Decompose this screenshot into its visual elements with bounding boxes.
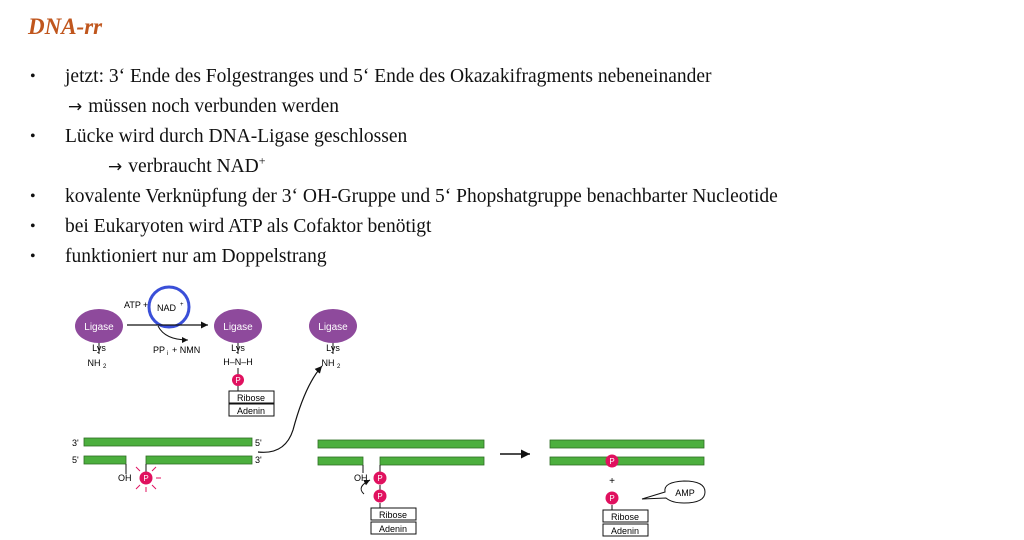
amp-speech-bubble <box>641 480 706 504</box>
dna-strand-top <box>83 437 253 447</box>
adenin-label: Adenin <box>237 406 265 416</box>
atp-label: ATP <box>124 300 141 310</box>
bullet-text: jetzt: 3‘ Ende des Folgestranges und 5‘ … <box>65 66 712 87</box>
bullet-text: kovalente Verknüpfung der 3‘ OH-Gruppe u… <box>65 186 778 207</box>
nh-label: NH <box>322 358 335 368</box>
phosphate-label: P <box>609 457 614 466</box>
bullet-subtext: müssen noch verbunden werden <box>88 96 339 117</box>
bullet-item: • jetzt: 3‘ Ende des Folgestranges und 5… <box>30 62 1010 92</box>
adenin-label: Adenin <box>611 526 639 536</box>
phosphate-label: P <box>377 492 382 501</box>
phosphate-label: P <box>609 494 614 503</box>
arrow-right-icon: → <box>108 157 123 177</box>
bullet-dot: • <box>30 248 36 265</box>
dna-strand-top <box>549 439 705 449</box>
bullet-dot: • <box>30 218 36 235</box>
svg-text:NAD: NAD <box>157 303 177 313</box>
dna-strand-bottom-right <box>379 456 485 466</box>
strand-end-5: 5' <box>72 455 79 465</box>
dna-strand-bottom-right <box>145 455 253 465</box>
oh-label: OH <box>354 473 368 483</box>
bullet-subitem: →verbraucht NAD+ <box>30 152 1010 182</box>
adenin-label: Adenin <box>379 524 407 534</box>
bullet-item: • kovalente Verknüpfung der 3‘ OH-Gruppe… <box>30 182 1010 212</box>
hnh-label: H–N–H <box>223 357 253 367</box>
arrow-right-icon: → <box>68 97 83 117</box>
bullet-text: bei Eukaryoten wird ATP als Cofaktor ben… <box>65 216 432 237</box>
strand-end-3: 3' <box>255 455 262 465</box>
amp-label: AMP <box>675 488 695 498</box>
subscript-2: 2 <box>337 364 341 370</box>
nmn-label: + NMN <box>172 345 200 355</box>
plus-sign: + <box>609 476 615 487</box>
ligase-label: Ligase <box>318 322 348 333</box>
strand-end-5: 5' <box>255 438 262 448</box>
dna-strand-bottom-left <box>317 456 364 466</box>
phosphate-circle <box>139 471 153 485</box>
nad-label: NAD <box>157 303 177 313</box>
subscript-2: 2 <box>103 364 107 370</box>
dna-strand-bottom-left <box>83 455 127 465</box>
ribose-label: Ribose <box>611 512 639 522</box>
bullet-subtext: verbraucht NAD <box>128 156 259 177</box>
phosphate-circle <box>373 471 387 485</box>
subscript-i: i <box>167 351 168 357</box>
strand-end-3: 3' <box>72 438 79 448</box>
ligase-enzyme-3: Ligase Lys NH 2 <box>309 309 357 370</box>
oh-label: OH <box>118 473 132 483</box>
dna-strand-top <box>317 439 485 449</box>
nad-superscript: + <box>180 302 184 308</box>
phosphate-circle <box>605 491 619 505</box>
ligase-label: Ligase <box>223 322 253 333</box>
bullet-list: • jetzt: 3‘ Ende des Folgestranges und 5… <box>30 62 1010 272</box>
phosphate-circle <box>605 454 619 468</box>
phosphate-label: P <box>235 376 240 385</box>
ribose-label: Ribose <box>379 510 407 520</box>
ppi-label: PP <box>153 345 165 355</box>
bullet-dot: • <box>30 188 36 205</box>
ligase-label: Ligase <box>84 322 114 333</box>
dna-strand-bottom-sealed <box>549 456 705 466</box>
nad-highlight-circle <box>147 285 191 329</box>
phosphate-label: P <box>143 474 148 483</box>
svg-text:PP: PP <box>153 345 165 355</box>
bullet-dot: • <box>30 128 36 145</box>
ribose-label: Ribose <box>237 393 265 403</box>
phosphate-label: P <box>377 474 382 483</box>
bullet-subitem: →müssen noch verbunden werden <box>30 92 1010 122</box>
bullet-item: • bei Eukaryoten wird ATP als Cofaktor b… <box>30 212 1010 242</box>
page-title: DNA-rr <box>28 14 103 39</box>
bullet-item: • Lücke wird durch DNA-Ligase geschlosse… <box>30 122 1010 152</box>
phosphate-burst <box>135 466 161 492</box>
ligase-enzyme-1: Ligase Lys NH 2 <box>75 309 123 370</box>
ligase-enzyme-2: Ligase Lys H–N–H P Ribose Adenin <box>214 309 275 417</box>
bullet-item: • funktioniert nur am Doppelstrang <box>30 242 1010 272</box>
bullet-dot: • <box>30 68 36 85</box>
phosphate-circle <box>373 489 387 503</box>
nh-label: NH <box>88 358 101 368</box>
svg-text:NH: NH <box>88 358 101 368</box>
superscript-plus: + <box>258 153 266 168</box>
atp-plus: + <box>143 300 148 310</box>
bullet-text: funktioniert nur am Doppelstrang <box>65 246 327 267</box>
bullet-text: Lücke wird durch DNA-Ligase geschlossen <box>65 126 408 147</box>
